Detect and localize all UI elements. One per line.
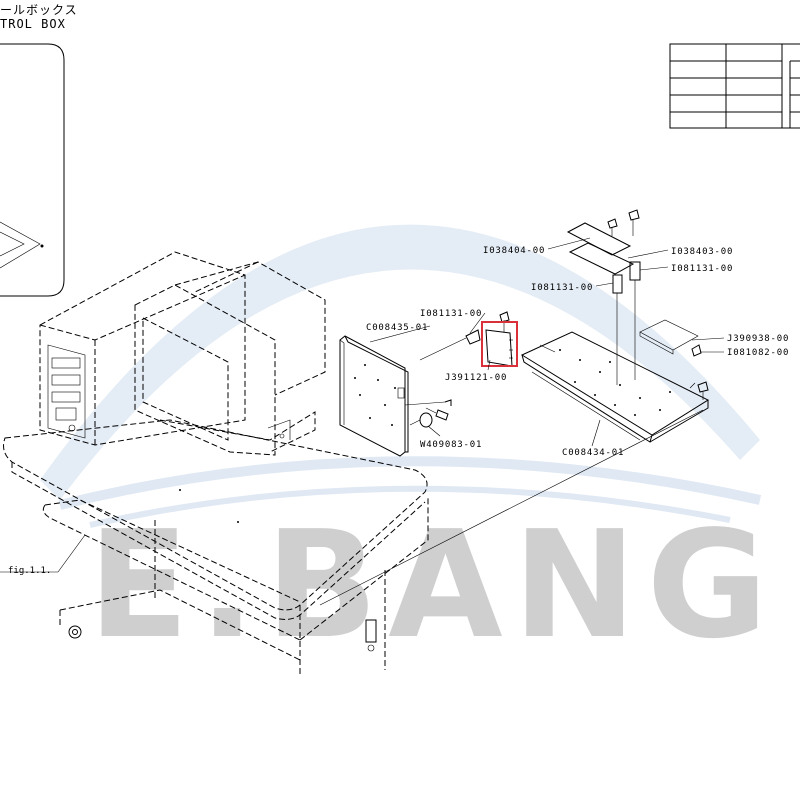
leader-lines bbox=[0, 237, 725, 606]
label-i081131-left: I081131-00 bbox=[531, 283, 593, 293]
workstation-desk bbox=[3, 419, 429, 675]
cover-plates-i0384 bbox=[566, 222, 699, 355]
figure-reference: fig.1.1. bbox=[8, 566, 51, 576]
label-i038403: I038403-00 bbox=[671, 247, 733, 257]
crt-monitor bbox=[134, 261, 326, 456]
watermark-arcs bbox=[40, 224, 762, 528]
header-title-jp: ールボックス bbox=[0, 3, 78, 17]
header-title-en: TROL BOX bbox=[0, 17, 66, 31]
revision-table bbox=[669, 43, 800, 129]
selected-part-highlight[interactable] bbox=[481, 321, 518, 367]
inset-detail-box bbox=[0, 43, 65, 297]
label-i081082: I081082-00 bbox=[727, 348, 789, 358]
label-i038404: I038404-00 bbox=[483, 246, 545, 256]
label-j391121: J391121-00 bbox=[445, 373, 507, 383]
label-c008434: C008434-01 bbox=[562, 448, 624, 458]
watermark-text: E.BANG bbox=[88, 499, 778, 671]
label-i081131-right: I081131-00 bbox=[671, 264, 733, 274]
pc-tower bbox=[39, 251, 246, 446]
base-plate-c008434 bbox=[520, 331, 710, 443]
label-i081131-mid: I081131-00 bbox=[420, 309, 482, 319]
screw-group-w409083 bbox=[404, 399, 452, 428]
label-c008435: C008435-01 bbox=[366, 323, 428, 333]
label-w409083: W409083-01 bbox=[420, 440, 482, 450]
circuit-board-j391121 bbox=[419, 311, 513, 367]
mounting-plate-c008435 bbox=[339, 335, 409, 457]
label-j390938: J390938-00 bbox=[727, 334, 789, 344]
screws-and-standoffs bbox=[607, 209, 709, 400]
